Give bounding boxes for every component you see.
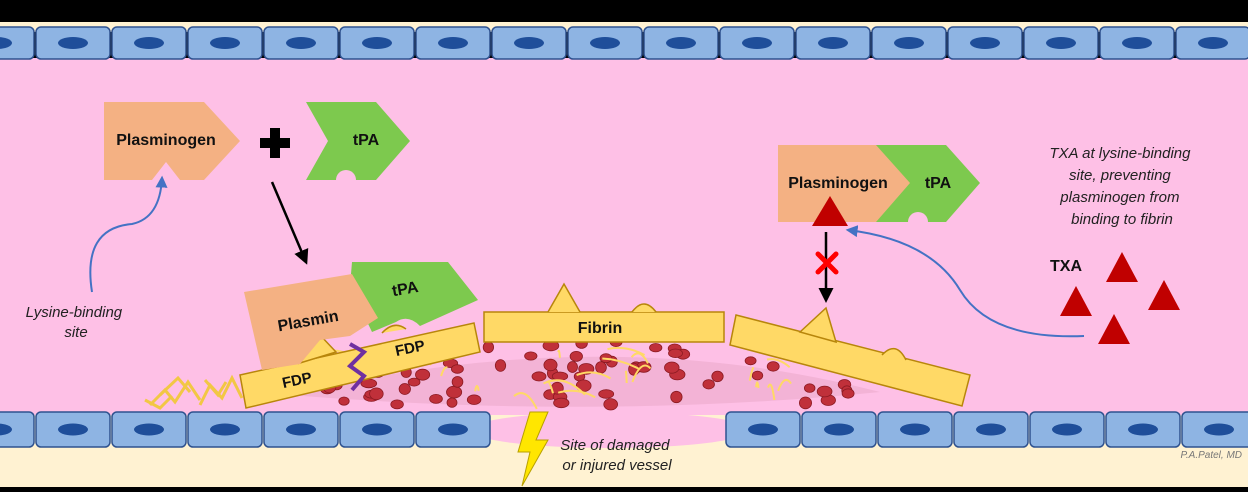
red-blood-cell <box>495 360 505 372</box>
red-blood-cell <box>408 378 420 386</box>
red-blood-cell <box>842 389 854 398</box>
red-blood-cell <box>451 365 463 374</box>
red-blood-cell <box>467 395 481 405</box>
red-blood-cell <box>604 399 618 410</box>
red-blood-cell <box>703 380 715 389</box>
cell-nucleus <box>438 37 468 49</box>
red-blood-cell <box>399 384 410 395</box>
cell-nucleus <box>134 37 164 49</box>
red-blood-cell <box>370 388 384 400</box>
tpa-left-label: tPA <box>353 132 380 149</box>
red-blood-cell <box>544 359 557 371</box>
cell-nucleus <box>1046 37 1076 49</box>
red-blood-cell <box>671 391 682 402</box>
red-blood-cell <box>799 397 811 409</box>
top-black-band <box>0 0 1248 22</box>
tpa-right-label: tPA <box>925 175 952 192</box>
cell-nucleus <box>210 424 240 436</box>
cell-nucleus <box>286 424 316 436</box>
red-blood-cell <box>712 371 723 382</box>
red-blood-cell <box>745 357 756 365</box>
cell-nucleus <box>362 424 392 436</box>
red-blood-cell <box>532 372 546 381</box>
cell-nucleus <box>362 37 392 49</box>
cell-nucleus <box>1204 424 1234 436</box>
red-blood-cell <box>650 344 662 352</box>
red-blood-cell <box>767 362 779 372</box>
cell-nucleus <box>514 37 544 49</box>
red-blood-cell <box>447 398 457 407</box>
red-blood-cell <box>599 390 614 399</box>
fibrin-fiber <box>626 371 627 383</box>
red-blood-cell <box>752 371 763 380</box>
red-blood-cell <box>665 362 680 373</box>
cell-nucleus <box>590 37 620 49</box>
red-blood-cell <box>447 386 462 398</box>
red-blood-cell <box>391 400 404 409</box>
red-blood-cell <box>554 398 569 408</box>
author-signature: P.A.Patel, MD <box>1180 450 1242 461</box>
txa-label: TXA <box>1050 258 1082 275</box>
cell-nucleus <box>666 37 696 49</box>
red-blood-cell <box>817 386 832 397</box>
cell-nucleus <box>1128 424 1158 436</box>
red-blood-cell <box>452 377 463 388</box>
red-blood-cell <box>669 349 683 358</box>
cell-nucleus <box>58 424 88 436</box>
cell-nucleus <box>134 424 164 436</box>
red-blood-cell <box>430 394 443 403</box>
fibrin-label: Fibrin <box>578 320 622 337</box>
red-blood-cell <box>339 397 349 405</box>
red-blood-cell <box>570 351 582 361</box>
red-blood-cell <box>804 384 815 393</box>
cell-nucleus <box>1122 37 1152 49</box>
cell-nucleus <box>970 37 1000 49</box>
cell-nucleus <box>742 37 772 49</box>
cell-nucleus <box>210 37 240 49</box>
red-blood-cell <box>525 352 537 360</box>
red-blood-cell <box>596 362 607 374</box>
cell-nucleus <box>286 37 316 49</box>
cell-nucleus <box>824 424 854 436</box>
cell-nucleus <box>900 424 930 436</box>
cell-nucleus <box>818 37 848 49</box>
plasminogen-left-label: Plasminogen <box>116 132 216 149</box>
cell-nucleus <box>748 424 778 436</box>
cell-nucleus <box>58 37 88 49</box>
cell-nucleus <box>1052 424 1082 436</box>
cell-nucleus <box>976 424 1006 436</box>
cell-nucleus <box>894 37 924 49</box>
plasminogen-right-label: Plasminogen <box>788 175 888 192</box>
red-blood-cell <box>483 342 493 353</box>
cell-nucleus <box>1198 37 1228 49</box>
red-blood-cell <box>568 362 578 373</box>
red-blood-cell <box>552 372 567 380</box>
cell-nucleus <box>438 424 468 436</box>
